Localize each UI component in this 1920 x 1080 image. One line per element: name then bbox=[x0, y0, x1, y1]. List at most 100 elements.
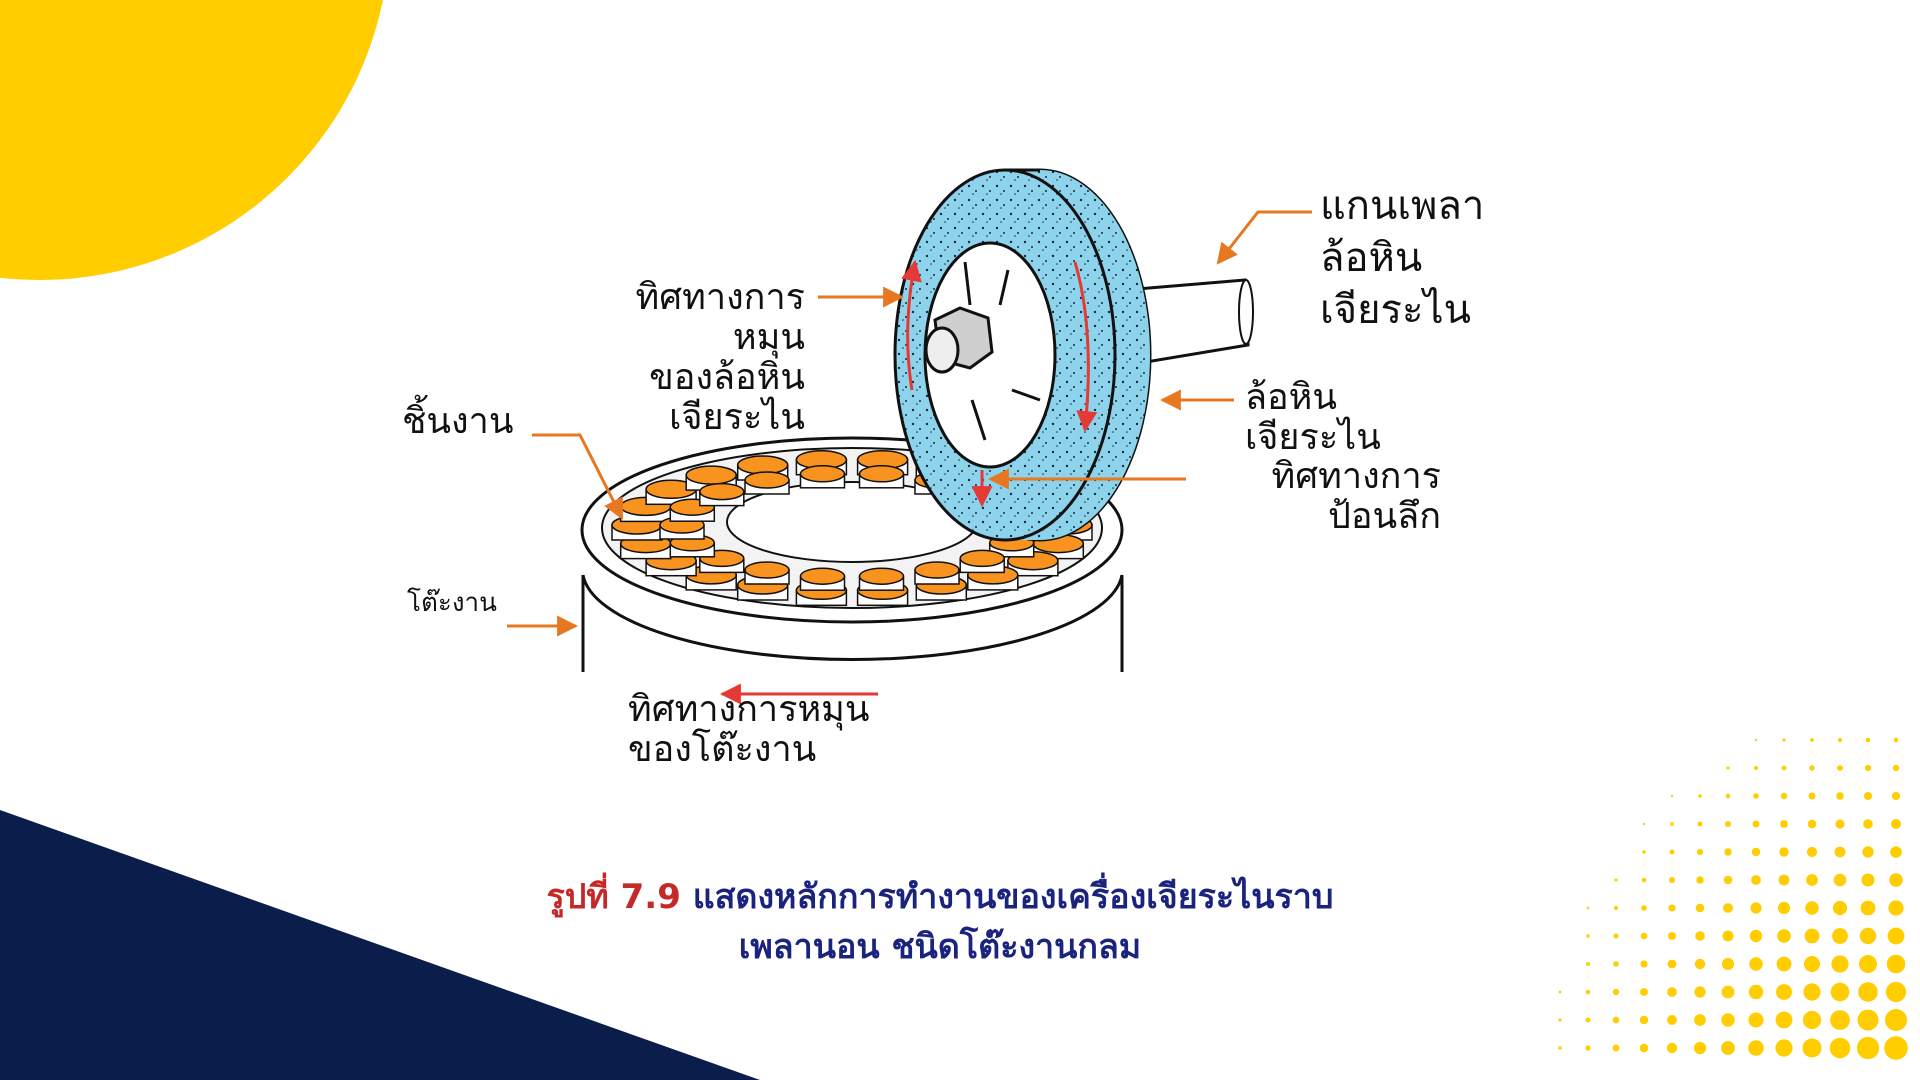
halftone-dot bbox=[1837, 737, 1843, 743]
halftone-dot bbox=[1859, 927, 1877, 945]
halftone-dot bbox=[1859, 955, 1877, 973]
halftone-dot bbox=[1749, 957, 1763, 971]
halftone-dot bbox=[1722, 958, 1734, 970]
halftone-dot bbox=[1884, 1036, 1908, 1060]
caption-line1: รูปที่ 7.9 แสดงหลักการทำงานของเครื่องเจี… bbox=[360, 872, 1520, 922]
halftone-dot bbox=[1779, 847, 1789, 857]
label-feed-direction-line1: ทิศทางการ bbox=[1271, 456, 1441, 497]
halftone-dot bbox=[1558, 1018, 1562, 1022]
halftone-dot bbox=[1640, 988, 1648, 996]
navy-corner-band bbox=[0, 810, 760, 1080]
halftone-dot bbox=[1696, 848, 1704, 856]
halftone-dot bbox=[1751, 875, 1761, 885]
halftone-dot bbox=[1888, 900, 1904, 916]
halftone-dot bbox=[1748, 1040, 1764, 1056]
workpiece bbox=[744, 471, 790, 495]
halftone-dot bbox=[1806, 846, 1818, 858]
halftone-dot bbox=[1698, 794, 1702, 798]
halftone-dot bbox=[1614, 878, 1618, 882]
halftone-dot bbox=[1694, 986, 1706, 998]
halftone-dot bbox=[1891, 819, 1901, 829]
halftone-dot bbox=[1836, 792, 1844, 800]
label-spindle-line3: เจียระไน bbox=[1320, 287, 1471, 333]
halftone-dot bbox=[1889, 873, 1903, 887]
workpiece bbox=[914, 561, 960, 585]
workpiece bbox=[699, 482, 745, 507]
halftone-dot bbox=[1834, 846, 1846, 858]
halftone-dot bbox=[1865, 737, 1871, 743]
halftone-dot bbox=[1833, 873, 1847, 887]
caption-text-line1: แสดงหลักการทำงานของเครื่องเจียระไนราบ bbox=[692, 877, 1334, 917]
halftone-dot bbox=[1776, 984, 1792, 1000]
halftone-dot bbox=[1802, 1038, 1822, 1058]
halftone-dot bbox=[1748, 1012, 1764, 1028]
halftone-dot bbox=[1586, 962, 1590, 966]
halftone-dot bbox=[1864, 792, 1872, 800]
label-feed-direction: ทิศทางการ ป้อนลึก bbox=[1196, 457, 1441, 537]
halftone-dot bbox=[1887, 927, 1905, 945]
workpiece bbox=[858, 465, 905, 489]
halftone-dot bbox=[1829, 1037, 1851, 1059]
halftone-dot bbox=[1641, 905, 1647, 911]
halftone-dot bbox=[1808, 792, 1816, 800]
halftone-dot bbox=[1863, 819, 1873, 829]
halftone-dot bbox=[1586, 906, 1590, 910]
halftone-dot bbox=[1777, 929, 1791, 943]
halftone-dot bbox=[1612, 988, 1620, 996]
halftone-dot bbox=[1721, 1041, 1735, 1055]
halftone-dot bbox=[1640, 960, 1648, 968]
halftone-dot bbox=[1668, 932, 1676, 940]
halftone-dot bbox=[1613, 961, 1619, 967]
halftone-dot bbox=[1696, 876, 1704, 884]
halftone-dot bbox=[1775, 1011, 1793, 1029]
halftone-dot bbox=[1721, 1013, 1735, 1027]
halftone-dot bbox=[1857, 1009, 1879, 1031]
workpiece bbox=[959, 549, 1005, 574]
caption-text-line2: เพลานอน ชนิดโต๊ะงานกลม bbox=[738, 927, 1142, 967]
leader-arrows bbox=[507, 210, 1312, 637]
halftone-dot bbox=[1639, 1015, 1649, 1025]
halftone-dot bbox=[1893, 737, 1899, 743]
halftone-dot bbox=[1724, 848, 1732, 856]
halftone-dot bbox=[1804, 928, 1820, 944]
halftone-dot bbox=[1723, 903, 1733, 913]
grinding-wheel bbox=[893, 168, 1152, 542]
halftone-dot bbox=[1586, 934, 1590, 938]
halftone-dot bbox=[1697, 821, 1703, 827]
halftone-dot bbox=[1805, 901, 1819, 915]
halftone-dot bbox=[1775, 1039, 1793, 1057]
halftone-dot bbox=[1725, 821, 1731, 827]
label-wheel-rotation-line3: ของล้อหิน bbox=[649, 357, 805, 398]
halftone-dot bbox=[1670, 822, 1674, 826]
halftone-dot bbox=[1751, 847, 1761, 857]
halftone-dot bbox=[1612, 1016, 1620, 1024]
halftone-dot bbox=[1861, 873, 1875, 887]
halftone-dot bbox=[1780, 792, 1788, 800]
direction-arrows bbox=[719, 259, 1098, 705]
workpiece bbox=[799, 465, 846, 489]
halftone-dot bbox=[1862, 846, 1874, 858]
halftone-dot bbox=[1585, 989, 1591, 995]
yellow-corner-circle bbox=[0, 0, 383, 280]
workpiece bbox=[858, 567, 905, 591]
halftone-dot bbox=[1558, 1046, 1562, 1050]
halftone-dot bbox=[1856, 1036, 1880, 1060]
halftone-dot bbox=[1726, 766, 1730, 770]
label-feed-direction-line2: ป้อนลึก bbox=[1328, 496, 1441, 537]
halftone-dot bbox=[1835, 819, 1845, 829]
halftone-dot bbox=[1782, 738, 1786, 742]
label-spindle-line1: แกนเพลา bbox=[1320, 183, 1485, 229]
halftone-dot bbox=[1864, 764, 1872, 772]
label-table-rotation-line2: ของโต๊ะงาน bbox=[628, 729, 817, 770]
halftone-dot bbox=[1832, 900, 1848, 916]
label-table: โต๊ะงาน bbox=[407, 588, 497, 618]
halftone-dot bbox=[1778, 874, 1790, 886]
label-wheel-rotation: ทิศทางการ หมุน ของล้อหิน เจียระไน bbox=[560, 278, 805, 438]
halftone-dot bbox=[1693, 1041, 1707, 1055]
halftone-dot bbox=[1891, 791, 1901, 801]
halftone-dot bbox=[1804, 956, 1820, 972]
halftone-dot bbox=[1612, 1044, 1620, 1052]
halftone-dot bbox=[1752, 820, 1760, 828]
